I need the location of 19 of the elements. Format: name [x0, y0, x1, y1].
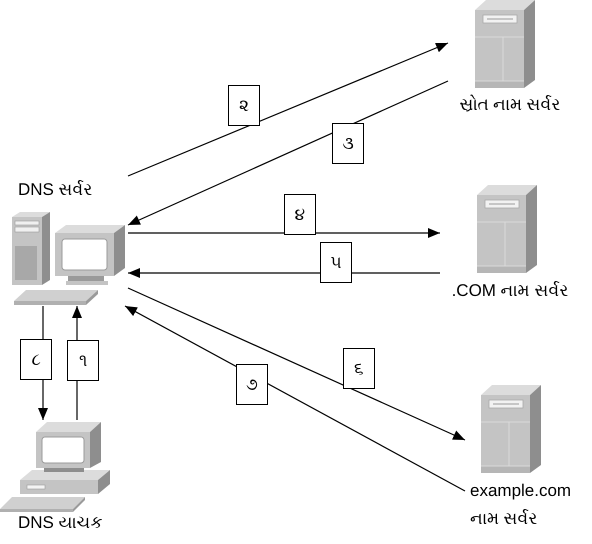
edge-label: ૭: [236, 364, 268, 405]
edge-label: ૧: [67, 340, 99, 381]
node-label: DNS સર્વર: [18, 179, 93, 201]
node-label: સ્રોત નામ સર્વર: [458, 94, 562, 116]
arrow: [128, 42, 448, 177]
node-label: .COM નામ સર્વર: [450, 280, 570, 302]
edge-label: ૫: [320, 242, 352, 283]
edge-label: ૩: [332, 123, 364, 164]
arrow: [128, 80, 448, 226]
edge-label: ૬: [343, 348, 375, 389]
arrow: [124, 305, 466, 492]
arrow: [128, 228, 440, 238]
edge-label: ૨: [228, 85, 260, 126]
arrow: [128, 287, 466, 441]
arrow: [128, 268, 440, 278]
node-label: example.com નામ સર્વર: [470, 480, 572, 530]
edge-label: ૪: [284, 194, 316, 235]
node-label: DNS યાચક: [18, 512, 103, 534]
edge-label: ૮: [20, 339, 52, 380]
